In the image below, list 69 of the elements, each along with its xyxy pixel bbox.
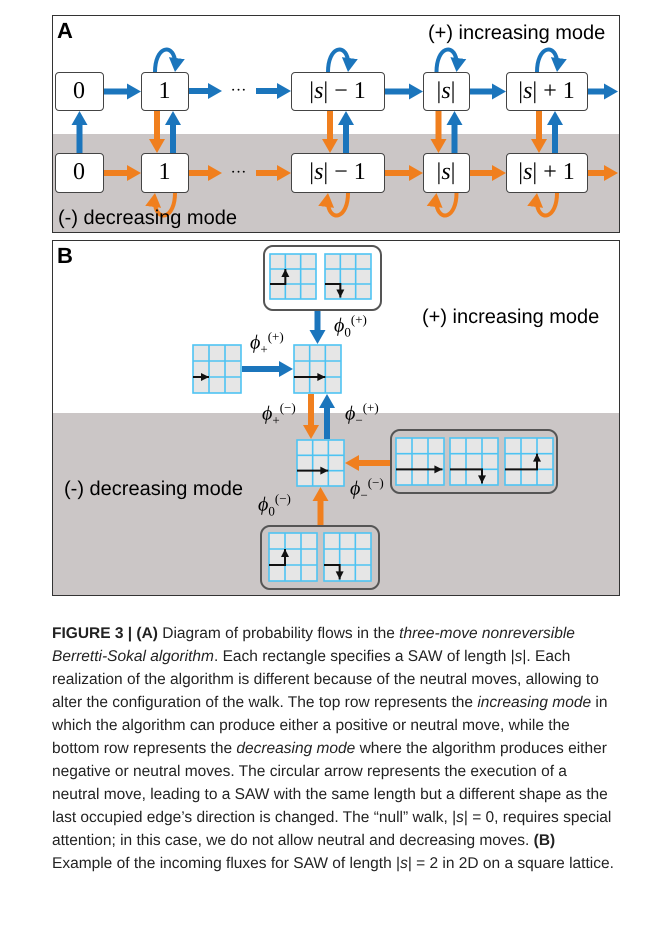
arrow <box>310 311 326 344</box>
arrow <box>345 455 390 471</box>
lattice-drawing <box>448 436 498 486</box>
state-box: |s| + 1 <box>506 72 588 110</box>
lattice-drawing <box>504 436 554 486</box>
arrow <box>385 165 423 181</box>
arrow <box>149 111 165 153</box>
state-box: |s| <box>422 72 470 110</box>
lattice-drawing <box>394 436 444 486</box>
arrow <box>470 165 506 181</box>
arrow <box>588 165 618 181</box>
group-box <box>390 428 558 494</box>
state-box: |s| − 1 <box>290 152 384 192</box>
state-box: 0 <box>54 72 104 110</box>
arrow <box>446 111 462 153</box>
arrow <box>588 84 618 100</box>
arrow <box>256 165 291 181</box>
panel <box>52 240 620 596</box>
arrow <box>104 84 141 100</box>
arrow <box>104 165 141 181</box>
lattice-drawing <box>324 252 372 300</box>
arrow <box>256 83 291 99</box>
arrow <box>338 111 354 153</box>
loop-arrow <box>528 192 559 218</box>
arrow <box>547 111 563 153</box>
arrow <box>189 165 222 181</box>
group-box <box>260 524 380 590</box>
loop-arrow <box>146 192 177 218</box>
mode-label: (+) increasing mode <box>428 22 606 45</box>
lattice-drawing <box>292 344 342 394</box>
mode-label: (-) decreasing mode <box>64 478 243 501</box>
loop-arrow <box>535 48 566 72</box>
arrow <box>303 394 319 439</box>
arrow <box>322 111 338 153</box>
state-box: |s| − 1 <box>290 72 384 110</box>
arrow <box>72 111 88 153</box>
state-box: 1 <box>140 72 188 110</box>
loop-arrow <box>326 48 357 72</box>
state-box: |s| + 1 <box>506 152 588 192</box>
group-box <box>262 244 382 310</box>
arrow <box>430 111 446 153</box>
arrow <box>189 83 222 99</box>
lattice-drawing <box>268 252 316 300</box>
arrow <box>470 84 506 100</box>
loop-arrow <box>153 48 184 72</box>
arrow <box>312 487 328 525</box>
loop-arrow <box>319 192 350 218</box>
arrow <box>242 361 293 377</box>
mode-label: (+) increasing mode <box>422 306 600 329</box>
panel-label: A <box>57 18 73 44</box>
ellipsis: ··· <box>222 80 256 100</box>
panel-label: B <box>57 243 73 269</box>
ellipsis: ··· <box>222 162 256 182</box>
panel <box>52 15 620 233</box>
state-box: |s| <box>422 152 470 192</box>
mode-label: (-) decreasing mode <box>58 207 237 230</box>
state-box: 0 <box>54 152 104 192</box>
arrow <box>319 394 335 439</box>
lattice-drawing <box>322 532 372 582</box>
lattice-drawing <box>296 438 344 486</box>
arrow <box>165 111 181 153</box>
loop-arrow <box>428 192 458 218</box>
loop-arrow <box>434 48 466 72</box>
lattice-drawing <box>192 344 242 394</box>
lattice-drawing <box>268 532 318 582</box>
caption: FIGURE 3 | (A) Diagram of probability flows in the three-move nonreversible Berretti-Sokal algorithm. Each rectangle specifies a SAW of length |s|. Each realization of the algorithm is different because of the neutral moves, allowing to alter the configuration of the walk. The top row represents the increasing mode in which the algorithm can produce either a positive or neutral move, while the bottom row represents the decreasing mode where the algorithm produces either negative or neutral moves. The circular arrow represents the execution of a neutral move, leading to a SAW with the same length but a different shape as the last occupied edge’s direction is changed. The “null” walk, |s| = 0, requires special attention; in this case, we do not allow neutral and decreasing moves. (B) Example of the incoming fluxes for SAW of length |s| = 2 in 2D on a square lattice. <box>52 624 615 874</box>
arrow <box>385 84 423 100</box>
arrow <box>531 111 547 153</box>
state-box: 1 <box>140 152 188 192</box>
